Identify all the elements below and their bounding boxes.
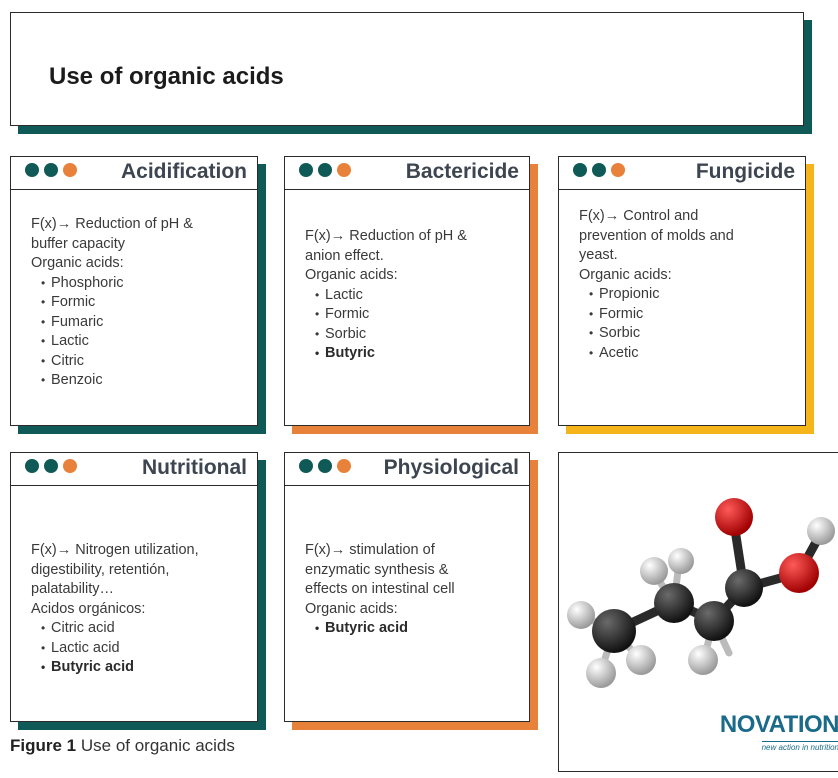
acid-list-item: Butyric acid (315, 619, 519, 639)
function-line: anion effect. (305, 247, 384, 264)
acid-list-item: Phosphoric (41, 274, 247, 294)
dot-icon (44, 163, 58, 177)
acid-list-item: Lactic (41, 332, 247, 352)
acids-label: Acidos orgánicos: (31, 600, 146, 617)
acid-list: PhosphoricFormicFumaricLacticCitricBenzo… (31, 274, 247, 391)
card-header: Bactericide (285, 157, 529, 190)
dot-icon (573, 163, 587, 177)
acid-list-item: Sorbic (589, 324, 795, 344)
card-title: Fungicide (695, 160, 795, 183)
acid-list-item: Formic (589, 305, 795, 325)
card-header: Nutritional (11, 453, 257, 486)
dot-icon (44, 459, 58, 473)
title-box: Use of organic acids (10, 12, 804, 126)
card-body: F(x)→ Nitrogen utilization, digestibility… (31, 541, 247, 678)
acid-list-item: Formic (315, 305, 519, 325)
acid-list-item: Citric acid (41, 619, 247, 639)
function-line: F(x)→ stimulation of (305, 542, 435, 558)
function-line: F(x)→ Nitrogen utilization, (31, 542, 199, 558)
function-line: buffer capacity (31, 235, 126, 252)
card-title: Bactericide (405, 160, 519, 183)
function-line: enzymatic synthesis & (305, 561, 449, 578)
function-line: yeast. (579, 247, 618, 263)
card-body: F(x)→ stimulation of enzymatic synthesis … (305, 541, 519, 639)
function-line: effects on intestinal cell (305, 581, 455, 597)
dot-icon (611, 163, 625, 177)
caption-text: Use of organic acids (80, 736, 235, 755)
function-line: F(x)→ Reduction of pH & (31, 216, 193, 232)
function-line: prevention of molds and (579, 227, 734, 244)
novation-logo: NOVATION new action in nutrition (699, 713, 838, 755)
acid-list: Butyric acid (305, 619, 519, 639)
acids-label: Organic acids: (305, 267, 398, 283)
card-title: Nutritional (142, 456, 247, 479)
function-line: F(x)→ Control and (579, 208, 699, 224)
acids-label: Organic acids: (579, 266, 672, 283)
card-body: F(x)→ Control and prevention of molds and… (579, 207, 795, 363)
acid-list: LacticFormicSorbicButyric (305, 286, 519, 364)
function-line: palatability… (31, 581, 115, 597)
molecule-image-panel: NOVATION new action in nutrition (558, 452, 838, 772)
card-header: Fungicide (559, 157, 805, 190)
figure-caption: Figure 1 Use of organic acids (10, 736, 235, 756)
acid-list-item: Fumaric (41, 313, 247, 333)
card-title: Acidification (120, 160, 247, 183)
card-dots-icon (299, 459, 351, 473)
butyric-acid-molecule-image (567, 498, 835, 688)
dot-icon (592, 163, 606, 177)
acid-list: Citric acidLactic acidButyric acid (31, 619, 247, 678)
card-body: F(x)→ Reduction of pH & anion effect. Orga… (305, 227, 519, 364)
card-dots-icon (299, 163, 351, 177)
acid-list-item: Propionic (589, 285, 795, 305)
acid-list-item: Butyric (315, 344, 519, 364)
acid-list-item: Formic (41, 293, 247, 313)
acids-label: Organic acids: (305, 600, 398, 617)
acid-list-item: Citric (41, 352, 247, 372)
dot-icon (318, 163, 332, 177)
dot-icon (337, 459, 351, 473)
card-dots-icon (25, 459, 77, 473)
function-line: digestibility, retentión, (31, 561, 170, 578)
card-title: Physiological (383, 456, 519, 479)
card-header: Acidification (11, 157, 257, 190)
dot-icon (63, 163, 77, 177)
card-dots-icon (25, 163, 77, 177)
dot-icon (318, 459, 332, 473)
dot-icon (299, 459, 313, 473)
acid-list-item: Lactic (315, 286, 519, 306)
acid-list-item: Lactic acid (41, 639, 247, 659)
dot-icon (25, 459, 39, 473)
acids-label: Organic acids: (31, 255, 124, 271)
card-header: Physiological (285, 453, 529, 486)
acid-list-item: Acetic (589, 344, 795, 364)
acid-list-item: Benzoic (41, 371, 247, 391)
card-dots-icon (573, 163, 625, 177)
acid-list-item: Butyric acid (41, 658, 247, 678)
acid-list-item: Sorbic (315, 325, 519, 345)
page-title: Use of organic acids (49, 63, 284, 90)
function-line: F(x)→ Reduction of pH & (305, 228, 467, 244)
caption-label: Figure 1 (10, 736, 77, 755)
logo-tagline: new action in nutrition (761, 741, 838, 752)
dot-icon (63, 459, 77, 473)
dot-icon (299, 163, 313, 177)
acid-list: PropionicFormicSorbicAcetic (579, 285, 795, 363)
logo-wordmark: NOVATION (719, 711, 838, 738)
dot-icon (337, 163, 351, 177)
dot-icon (25, 163, 39, 177)
